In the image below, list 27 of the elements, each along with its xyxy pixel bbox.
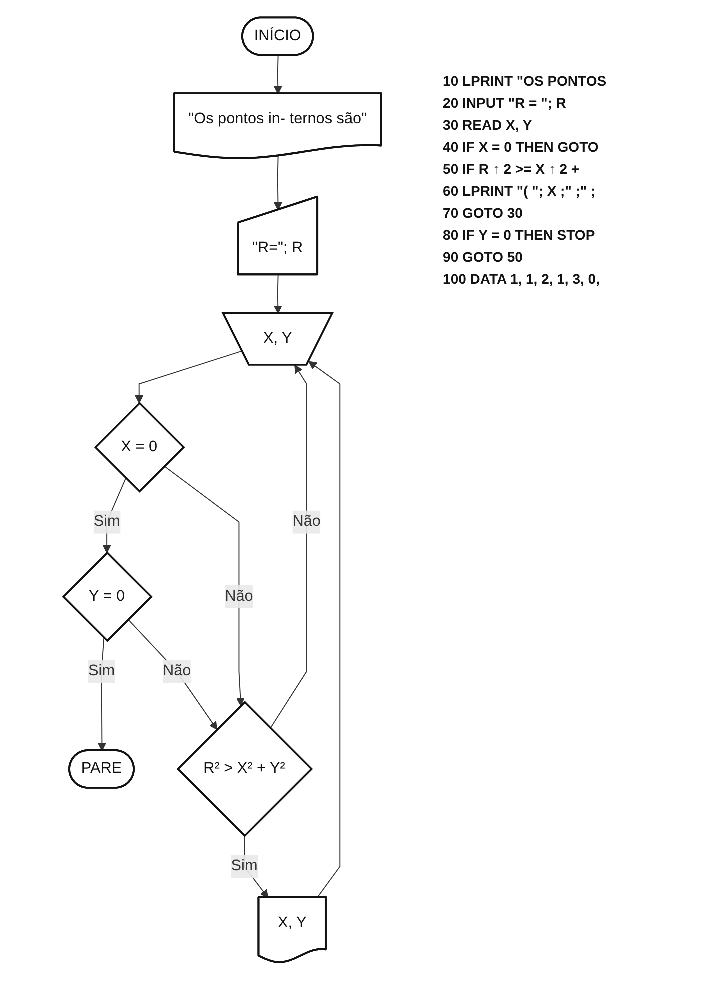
- node-diamond: Y = 0: [62, 552, 153, 642]
- code-line: 60 LPRINT "( "; X ;" ;" ;: [443, 182, 597, 201]
- code-line: 80 IF Y = 0 THEN STOP: [443, 226, 596, 245]
- arrow: [128, 619, 218, 730]
- edge-label: Não: [225, 588, 254, 605]
- arrow: [164, 466, 245, 706]
- edge-label: Sim: [94, 514, 120, 530]
- code-line: 30 READ X, Y: [443, 116, 534, 135]
- arrow: [308, 361, 341, 898]
- code-line: 20 INPUT "R = "; R: [443, 94, 568, 113]
- arrow: [274, 156, 282, 211]
- code-line: 70 GOTO 30: [443, 204, 524, 223]
- node-diamond: X = 0: [94, 402, 186, 493]
- arrow: [135, 350, 243, 404]
- code-line: 40 IF X = 0 THEN GOTO: [443, 138, 600, 157]
- edge-label: Sim: [231, 858, 258, 874]
- code-line: 100 DATA 1, 1, 2, 1, 3, 0,: [443, 270, 601, 289]
- arrow: [270, 365, 308, 729]
- arrow: [274, 55, 282, 94]
- edge-label: Sim: [88, 663, 116, 680]
- node-diamond: R² > X² + Y²: [176, 701, 314, 838]
- code-line: 90 GOTO 50: [443, 248, 524, 267]
- code-line: 50 IF R ↑ 2 >= X ↑ 2 +: [443, 160, 581, 179]
- code-line: 10 LPRINT "OS PONTOS: [443, 72, 608, 91]
- edge-label: Não: [163, 663, 192, 680]
- edge-label: Não: [292, 514, 321, 530]
- arrow: [274, 274, 282, 314]
